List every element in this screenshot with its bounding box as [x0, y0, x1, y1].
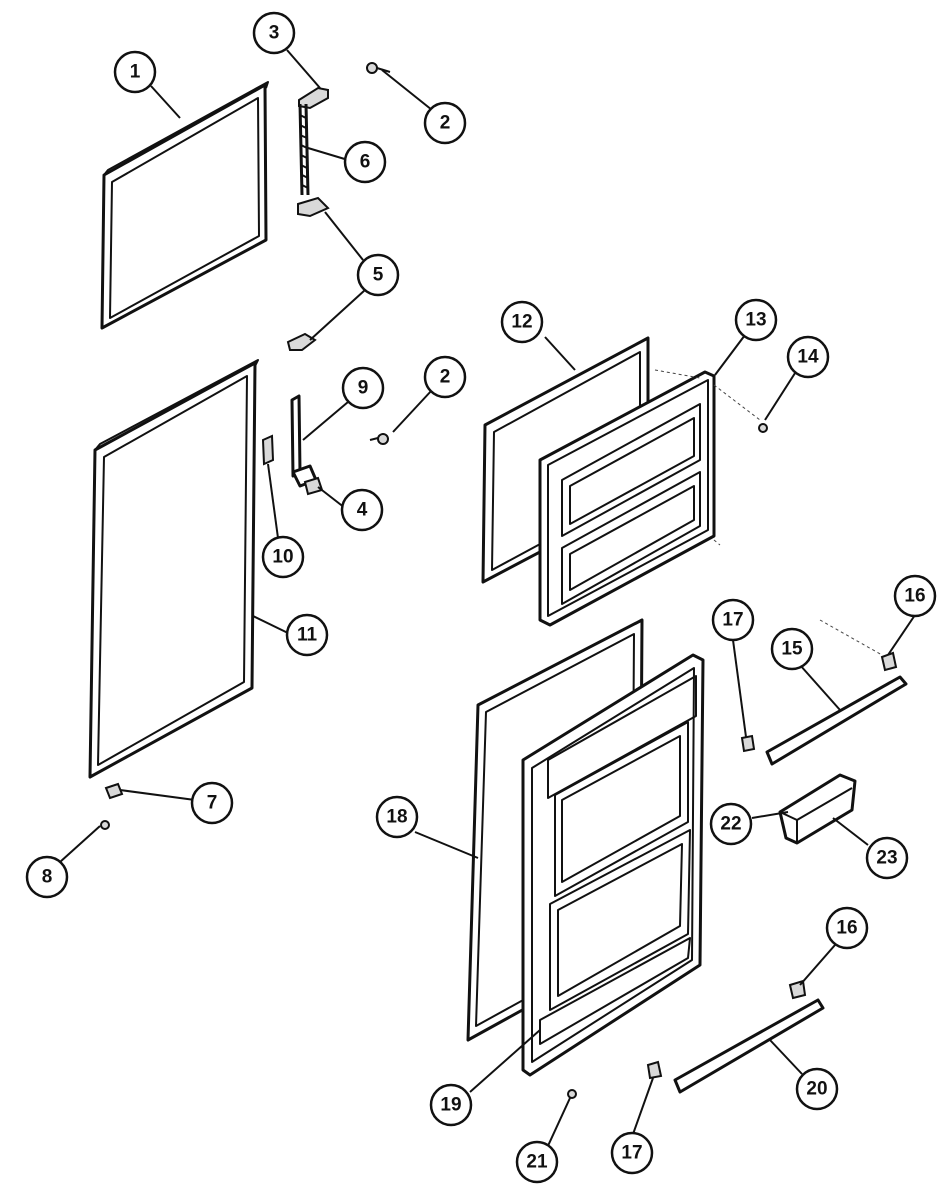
part-13-freezer-door [538, 370, 716, 627]
svg-text:12: 12 [511, 312, 532, 333]
callout-22: 22 [709, 802, 753, 846]
callout-5: 5 [356, 253, 400, 297]
part-14-screw [758, 423, 768, 433]
callout-16-lower: 16 [825, 906, 869, 950]
callout-2-top: 2 [423, 101, 467, 145]
callout-2-middle: 2 [423, 355, 467, 399]
part-17-cap-lower [646, 1060, 663, 1080]
callout-7: 7 [190, 781, 234, 825]
part-9-4-center-hinge [290, 394, 324, 496]
callout-8: 8 [25, 855, 69, 899]
callout-10: 10 [261, 535, 305, 579]
part-16-cap-upper [880, 651, 898, 672]
svg-text:20: 20 [806, 1079, 827, 1100]
callout-9: 9 [341, 366, 385, 410]
callout-23: 23 [865, 836, 909, 880]
part-10-block [261, 434, 275, 466]
callout-6: 6 [343, 140, 387, 184]
part-7-lower-hinge [104, 782, 124, 800]
svg-text:6: 6 [360, 152, 371, 173]
svg-text:2: 2 [440, 367, 451, 388]
callout-13: 13 [734, 298, 778, 342]
callout-16-upper: 16 [893, 574, 937, 618]
part-2-screw-middle [369, 433, 389, 445]
svg-text:23: 23 [876, 848, 897, 869]
svg-text:19: 19 [440, 1095, 461, 1116]
svg-text:10: 10 [272, 547, 293, 568]
part-20-trim-strip [673, 998, 825, 1094]
svg-text:18: 18 [386, 807, 407, 828]
callout-17-upper: 17 [711, 598, 755, 642]
callout-3: 3 [252, 11, 296, 55]
callout-18: 18 [375, 795, 419, 839]
svg-text:17: 17 [722, 610, 743, 631]
part-15-trim-strip [765, 675, 908, 766]
part-3-6-5-upper-hinge [286, 86, 330, 351]
part-16-cap-lower [788, 979, 807, 1000]
part-8-screw [100, 820, 110, 830]
part-1-freezer-gasket [100, 81, 269, 330]
callout-20: 20 [795, 1067, 839, 1111]
callout-15: 15 [770, 627, 814, 671]
callout-21: 21 [515, 1140, 559, 1184]
leader-lines [59, 49, 916, 1149]
svg-text:14: 14 [797, 347, 819, 368]
part-2-screw-top [366, 62, 391, 74]
callout-4: 4 [340, 488, 384, 532]
svg-text:22: 22 [720, 814, 741, 835]
svg-text:3: 3 [269, 23, 280, 44]
svg-text:9: 9 [358, 378, 369, 399]
svg-text:11: 11 [297, 625, 318, 646]
svg-text:13: 13 [745, 310, 766, 331]
callout-19: 19 [429, 1083, 473, 1127]
svg-text:2: 2 [440, 113, 451, 134]
callout-14: 14 [786, 335, 830, 379]
svg-text:7: 7 [207, 793, 218, 814]
svg-text:17: 17 [621, 1143, 642, 1164]
svg-text:21: 21 [526, 1152, 548, 1173]
svg-text:8: 8 [42, 867, 53, 888]
svg-text:16: 16 [904, 586, 925, 607]
part-22-23-handle [778, 773, 857, 845]
svg-text:5: 5 [373, 265, 384, 286]
part-11-refrigerator-gasket [88, 359, 259, 779]
callout-12: 12 [500, 300, 544, 344]
part-17-cap-upper [740, 734, 756, 753]
svg-text:1: 1 [130, 62, 141, 83]
svg-text:16: 16 [836, 918, 857, 939]
callout-1: 1 [113, 50, 157, 94]
part-21-screw [567, 1089, 577, 1099]
part-19-refrigerator-door [521, 653, 705, 1077]
alignment-lines [654, 369, 883, 656]
callout-17-lower: 17 [610, 1131, 654, 1175]
svg-text:4: 4 [357, 500, 368, 521]
svg-text:15: 15 [781, 639, 803, 660]
callout-11: 11 [285, 613, 329, 657]
